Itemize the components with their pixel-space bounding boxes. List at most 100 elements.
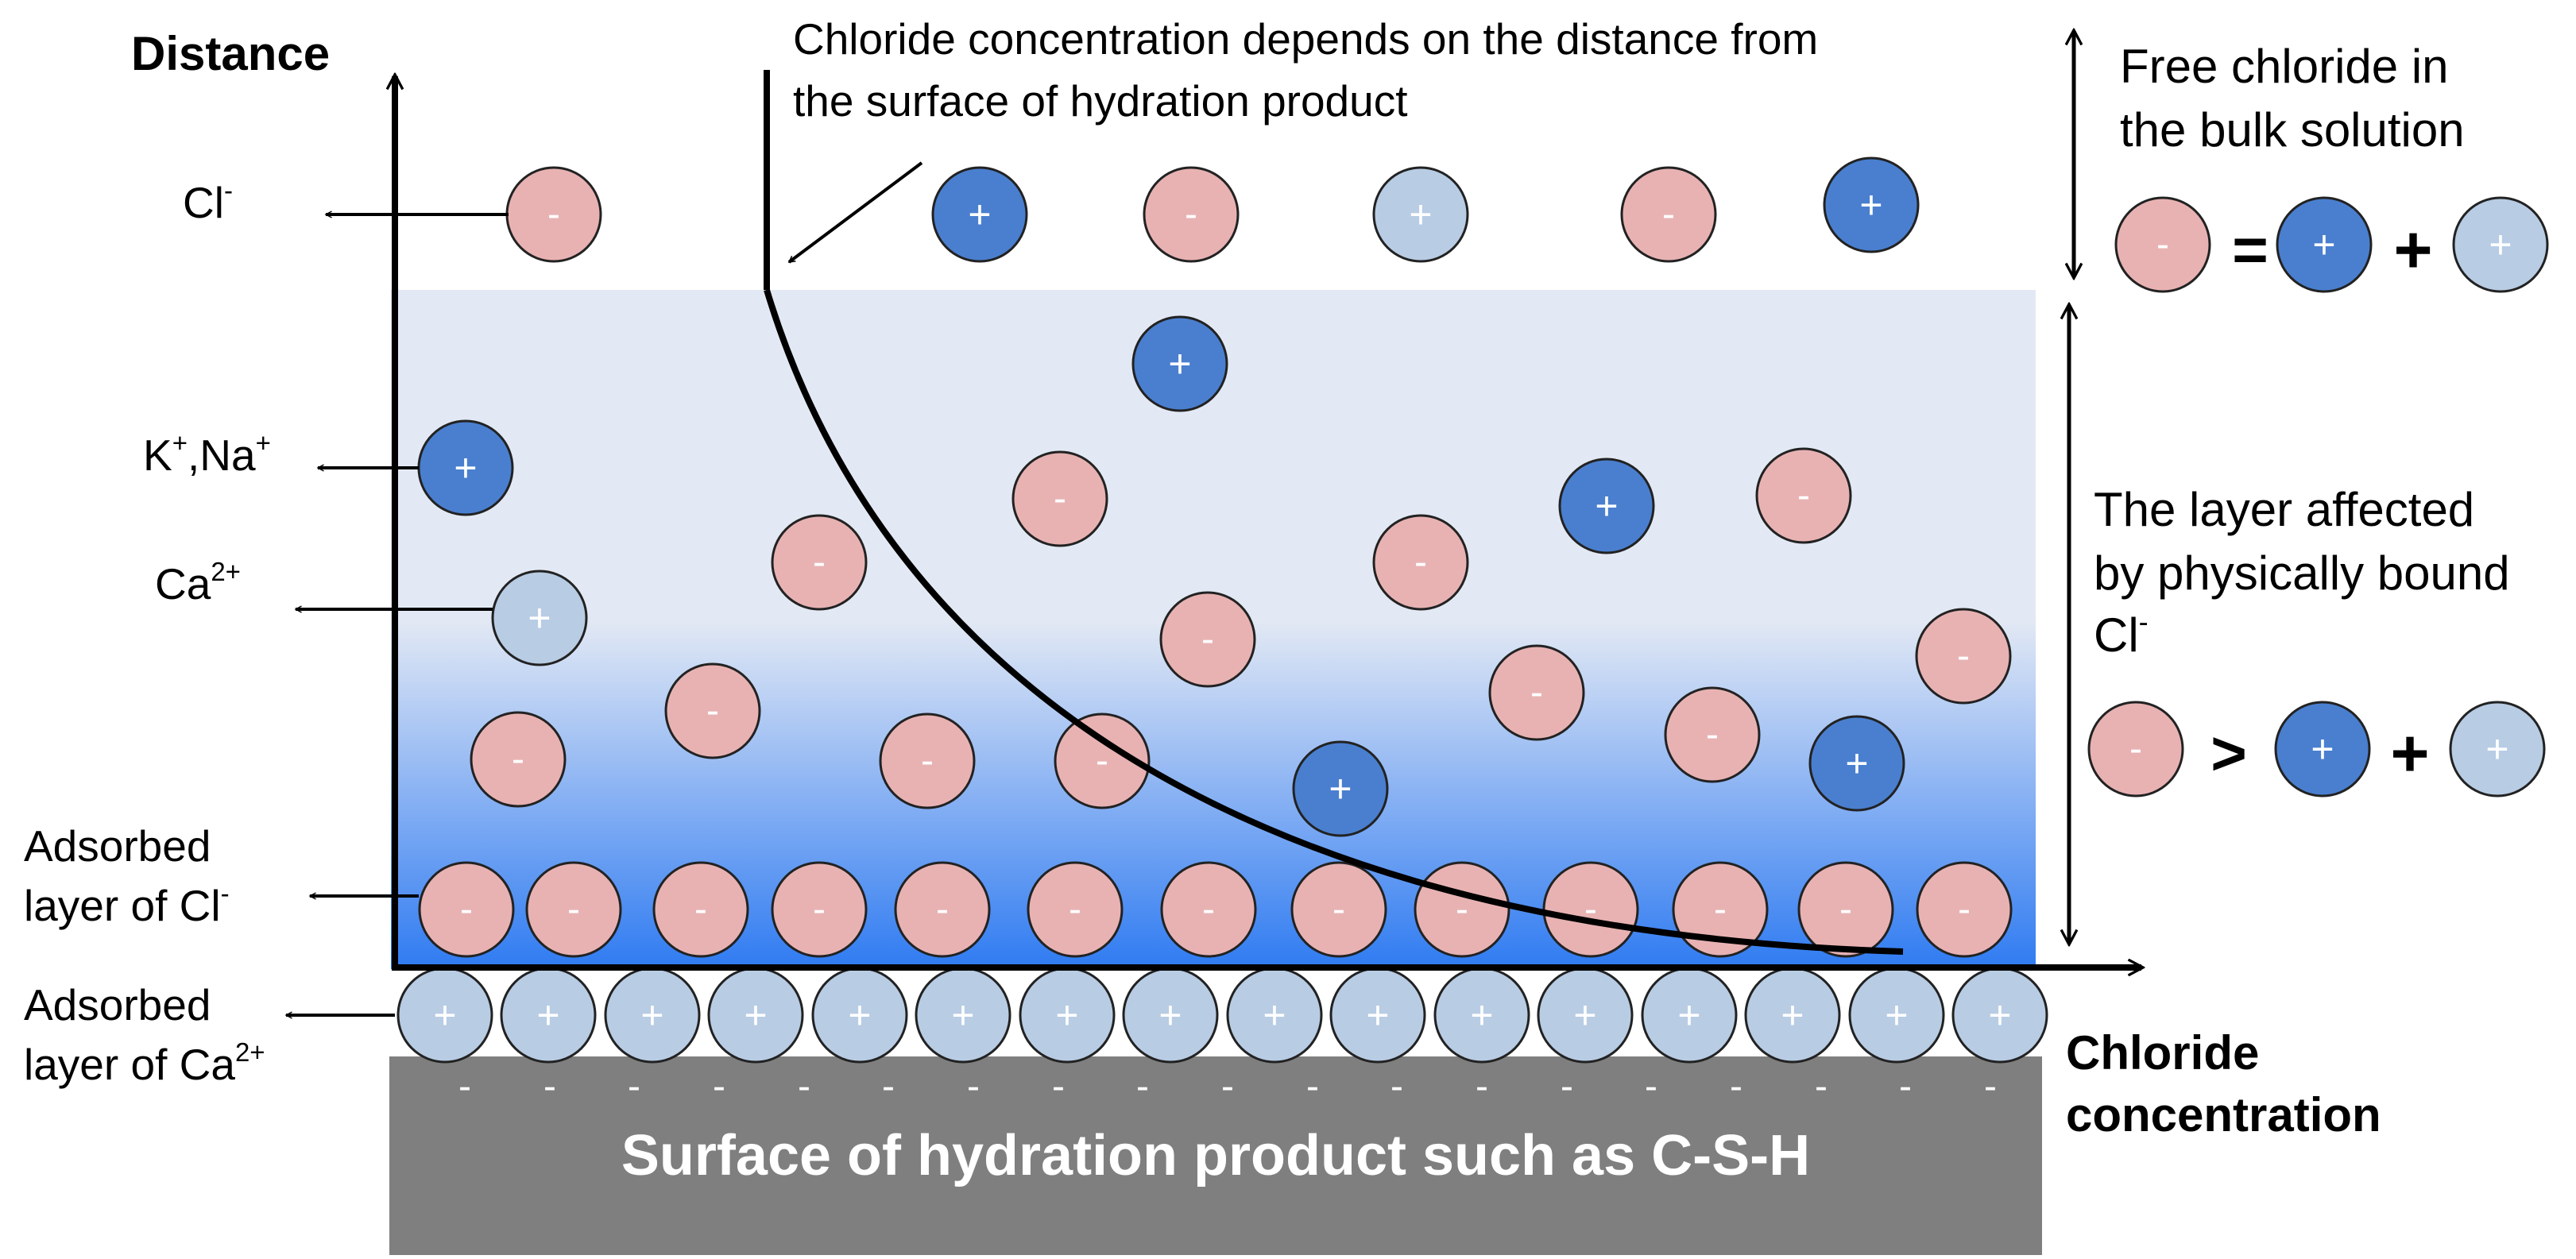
hydration-product-surface [389, 1056, 2042, 1255]
equals-sign: = [2232, 214, 2269, 284]
ion-sign: + [2489, 222, 2512, 267]
chloride-anion: - [470, 711, 567, 808]
ion-sign: + [1859, 183, 1882, 227]
ion-circle [771, 514, 868, 611]
chloride-anion: - [1143, 166, 1240, 263]
ion-circle [1664, 686, 1761, 783]
surface-label: Surface of hydration product such as C-S… [621, 1124, 1811, 1188]
ion-sign: - [1958, 889, 1971, 931]
ion-sign: + [1781, 993, 1804, 1037]
bound-layer-label-line2: by physically bound [2094, 546, 2510, 600]
ion-sign: - [1839, 889, 1852, 931]
adsorbed-chloride-anion: - [1414, 861, 1510, 958]
ion-circle [879, 713, 976, 809]
chloride-anion: - [1755, 447, 1852, 544]
plus-sign: + [2393, 212, 2432, 287]
adsorbed-chloride-anion: - [894, 861, 991, 958]
ion-sign: + [1158, 993, 1182, 1037]
adsorbed-calcium-cation: + [1848, 967, 1945, 1064]
ion-sign: + [528, 596, 551, 640]
surface-negative-charge: - [798, 1066, 810, 1108]
ion-sign: + [1366, 993, 1389, 1037]
ion-circle [894, 861, 991, 958]
ion-sign: + [640, 993, 663, 1037]
ion-sign: + [1595, 484, 1618, 528]
surface-negative-charge: - [1052, 1066, 1065, 1108]
ion-sign: + [968, 192, 991, 237]
adsorbed-chloride-anion: - [1797, 861, 1894, 958]
ion-circle [931, 166, 1028, 263]
chloride-ion-label: Cl- [183, 175, 233, 227]
adsorbed-chloride-anion: - [1672, 861, 1769, 958]
ion-circle [1916, 861, 2013, 958]
ion-circle [1372, 514, 1469, 611]
adsorbed-cl-label-line2: layer of Cl- [24, 878, 230, 930]
ion-circle [470, 711, 567, 808]
surface-negative-charge: - [628, 1066, 640, 1108]
ion-circle [1027, 861, 1124, 958]
chloride-anion: - [771, 514, 868, 611]
adsorbed-calcium-cation: + [1744, 967, 1841, 1064]
ion-sign: - [547, 194, 560, 236]
surface-negative-charge: - [967, 1066, 980, 1108]
ion-sign: + [433, 993, 456, 1037]
ion-circle [1915, 608, 2012, 705]
adsorbed-calcium-cation: + [1019, 967, 1116, 1064]
ion-sign: - [694, 889, 707, 931]
ion-circle [1159, 591, 1256, 688]
chloride-anion: - [1488, 644, 1585, 741]
k-na-cation: + [1558, 458, 1655, 554]
ion-circle [1808, 715, 1905, 812]
ion-sign: - [1054, 478, 1066, 520]
surface-negative-charge: - [1306, 1066, 1319, 1108]
legend-k-na-cation: + [2274, 701, 2371, 797]
ion-sign: + [1329, 767, 1352, 811]
ion-circle [1488, 644, 1585, 741]
adsorbed-ca-label-line1: Adsorbed [24, 980, 211, 1029]
surface-negative-charge: - [1984, 1066, 1997, 1108]
ions-group: -+-+-++++------------+++-------------+++… [396, 156, 2048, 1108]
ion-sign: - [813, 889, 826, 931]
ion-circle [2114, 196, 2211, 293]
k-na-cation: + [1131, 315, 1228, 412]
ion-circle [2087, 701, 2184, 797]
ion-sign: + [951, 993, 974, 1037]
ion-sign: - [1957, 635, 1970, 678]
adsorbed-chloride-anion: - [1027, 861, 1124, 958]
chloride-anion: - [1620, 166, 1717, 263]
ion-sign: - [1332, 889, 1345, 931]
chloride-anion: - [1915, 608, 2012, 705]
ion-sign: - [1714, 889, 1727, 931]
ion-sign: - [567, 889, 580, 931]
ion-circle [771, 861, 868, 958]
concentration-axis-label-line1: Chloride [2066, 1026, 2260, 1079]
surface-negative-charge: - [1561, 1066, 1573, 1108]
adsorbed-chloride-anion: - [771, 861, 868, 958]
legend-k-na-cation: + [2276, 196, 2373, 293]
ion-circle [2452, 196, 2549, 293]
ion-sign: - [1530, 672, 1543, 714]
adsorbed-calcium-cation: + [1122, 967, 1219, 1064]
surface-negative-charge: - [1730, 1066, 1742, 1108]
bound-layer-label-line3: Cl- [2094, 604, 2149, 662]
bound-layer-label-line1: The layer affected [2094, 483, 2475, 536]
adsorbed-calcium-cation: + [811, 967, 908, 1064]
adsorbed-calcium-cation: + [604, 967, 701, 1064]
ion-circle [1755, 447, 1852, 544]
ion-circle [652, 861, 749, 958]
ion-sign: - [1185, 194, 1197, 236]
ion-sign: + [1263, 993, 1286, 1037]
ion-circle [1054, 713, 1151, 809]
ion-circle [2274, 701, 2371, 797]
ion-sign: - [813, 542, 826, 584]
ion-circle [2449, 701, 2546, 797]
adsorbed-calcium-cation: + [500, 967, 597, 1064]
annotation-text-line2: the surface of hydration product [793, 76, 1408, 126]
ion-sign: + [1168, 342, 1191, 386]
surface-negative-charge: - [458, 1066, 471, 1108]
surface-negative-charge: - [882, 1066, 895, 1108]
ion-sign: - [1797, 475, 1810, 517]
ion-sign: + [1409, 192, 1432, 237]
annotation-text-line1: Chloride concentration depends on the di… [793, 14, 1819, 64]
surface-negative-charge: - [1645, 1066, 1657, 1108]
